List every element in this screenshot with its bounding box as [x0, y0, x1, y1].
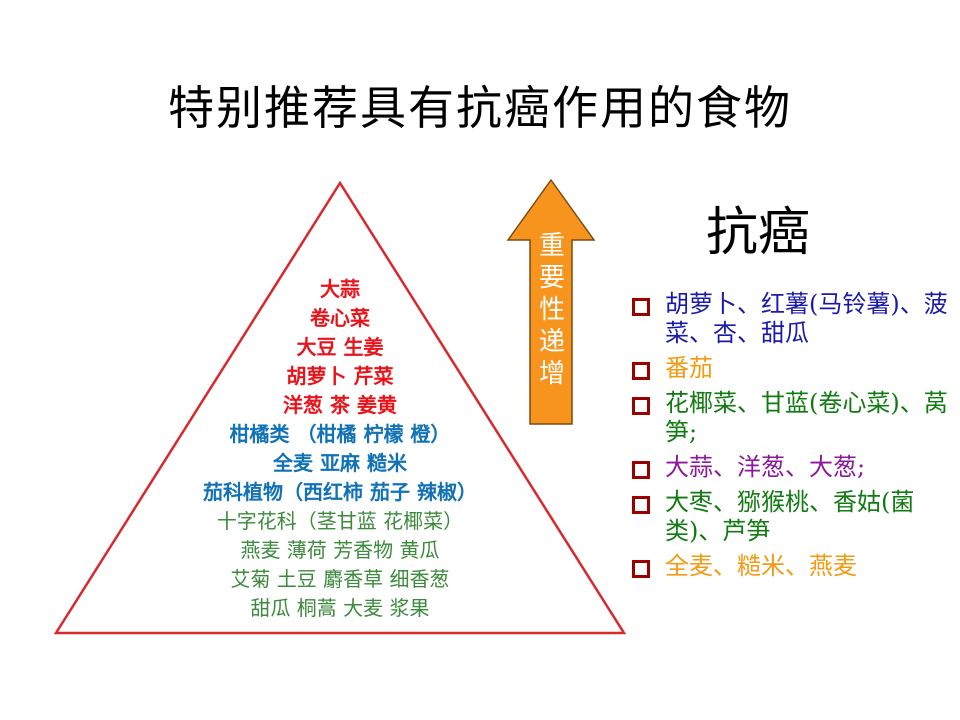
pyramid-line: 洋葱 茶 姜黄	[283, 393, 397, 417]
pyramid-line: 大蒜	[320, 277, 360, 301]
list-item: 全麦、糙米、燕麦	[630, 552, 950, 581]
square-bullet-icon	[632, 362, 650, 380]
list-item: 花椰菜、甘蓝(卷心菜)、莴笋;	[630, 389, 950, 447]
pyramid-line: 卷心菜	[310, 306, 370, 330]
square-bullet-icon	[632, 461, 650, 479]
pyramid-line: 大豆 生姜	[296, 335, 384, 359]
pyramid-line: 柑橘类 （柑橘 柠檬 橙）	[229, 422, 451, 446]
arrow-char: 重	[538, 231, 565, 261]
list-item: 胡萝卜、红薯(马铃薯)、菠菜、杏、甜瓜	[630, 290, 950, 348]
anticancer-heading: 抗癌	[706, 203, 811, 263]
pyramid-line: 胡萝卜 芹菜	[286, 364, 394, 388]
list-item-text: 大枣、猕猴桃、香姑(菌类)、芦笋	[665, 488, 915, 545]
page-title: 特别推荐具有抗癌作用的食物	[168, 81, 792, 135]
square-bullet-icon	[632, 560, 650, 578]
list-item-text: 大蒜、洋葱、大葱;	[665, 453, 866, 481]
arrow-char: 性	[538, 295, 565, 325]
square-bullet-icon	[632, 397, 650, 415]
up-arrow-icon	[506, 178, 596, 425]
arrow-char: 增	[538, 359, 565, 389]
list-item-text: 全麦、糙米、燕麦	[665, 552, 857, 580]
pyramid-line: 甜瓜 桐蒿 大麦 浆果	[250, 596, 430, 620]
pyramid-food-list: 大蒜 卷心菜 大豆 生姜 胡萝卜 芹菜 洋葱 茶 姜黄 柑橘类 （柑橘 柠檬 橙…	[130, 275, 550, 623]
pyramid-triangle	[53, 180, 627, 635]
pyramid-line: 全麦 亚麻 糙米	[273, 451, 407, 475]
list-item: 大蒜、洋葱、大葱;	[630, 453, 950, 482]
pyramid-line: 十字花科（茎甘蓝 花椰菜）	[216, 509, 464, 533]
arrow-char: 要	[538, 263, 565, 293]
pyramid-line: 燕麦 薄荷 芳香物 黄瓜	[240, 538, 440, 562]
square-bullet-icon	[632, 496, 650, 514]
anticancer-food-list: 胡萝卜、红薯(马铃薯)、菠菜、杏、甜瓜 番茄 花椰菜、甘蓝(卷心菜)、莴笋; 大…	[630, 290, 950, 587]
list-item: 大枣、猕猴桃、香姑(菌类)、芦笋	[630, 488, 950, 546]
importance-increasing-label: 重 要 性 递 增	[530, 230, 574, 390]
arrow-char: 递	[538, 327, 565, 357]
pyramid-line: 茄科植物（西红柿 茄子 辣椒）	[203, 480, 477, 504]
square-bullet-icon	[632, 298, 650, 316]
list-item: 番茄	[630, 354, 950, 383]
list-item-text: 胡萝卜、红薯(马铃薯)、菠菜、杏、甜瓜	[665, 290, 948, 347]
list-item-text: 花椰菜、甘蓝(卷心菜)、莴笋;	[665, 389, 948, 446]
pyramid-line: 艾菊 土豆 麝香草 细香葱	[230, 567, 450, 591]
list-item-text: 番茄	[665, 354, 713, 382]
